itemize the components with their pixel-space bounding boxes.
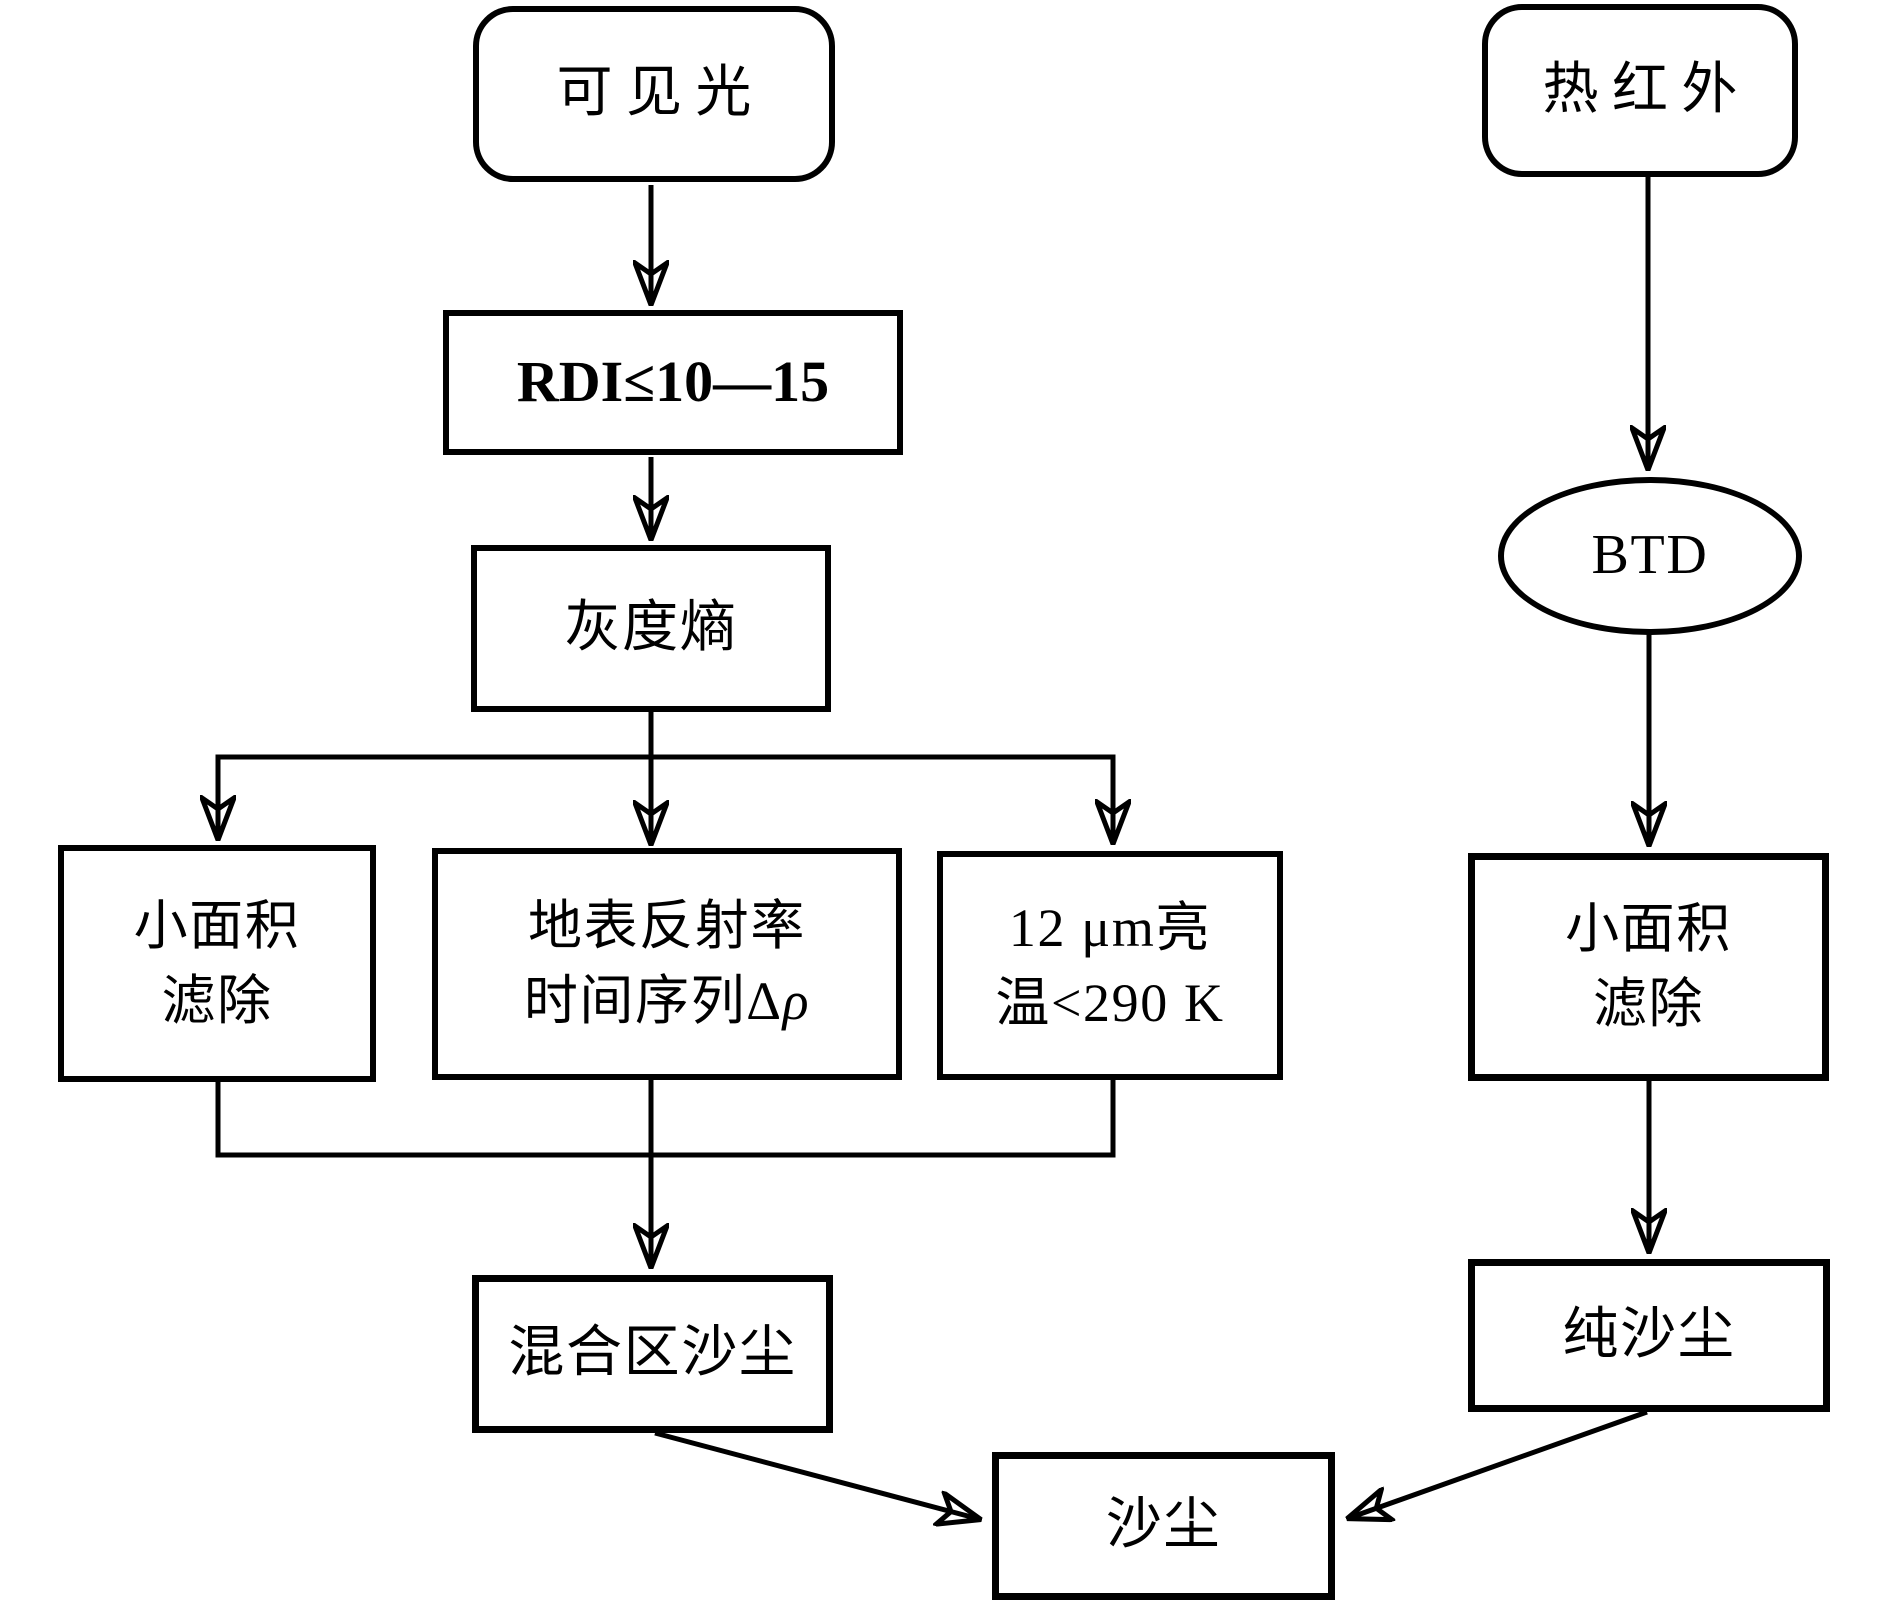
node-surface-reflectance-line2-prefix: 时间序列Δ (523, 971, 783, 1031)
node-small-area-filter-left-line1: 小面积 (133, 895, 301, 956)
node-dust-label: 沙尘 (1105, 1494, 1222, 1557)
node-brightness-temperature: 12 μm亮 温<290 K (937, 851, 1283, 1080)
node-mixed-area-dust-label: 混合区沙尘 (508, 1322, 797, 1385)
edge-merge-line (215, 1080, 1116, 1158)
node-btd-label: BTD (1591, 524, 1709, 587)
node-mixed-area-dust: 混合区沙尘 (472, 1275, 833, 1433)
edge-branch-line (215, 712, 1116, 760)
node-small-area-filter-right: 小面积 滤除 (1468, 853, 1829, 1081)
node-small-area-filter-left: 小面积 滤除 (58, 845, 376, 1082)
node-surface-reflectance-line2: 时间序列Δρ (524, 964, 810, 1039)
node-pure-dust-label: 纯沙尘 (1562, 1303, 1736, 1366)
node-gray-entropy: 灰度熵 (471, 545, 831, 712)
node-surface-reflectance-line1: 地表反射率 (527, 896, 807, 957)
node-brightness-temperature-line2: 温<290 K (995, 972, 1225, 1033)
node-pure-dust: 纯沙尘 (1468, 1259, 1830, 1412)
node-surface-reflectance-rho: ρ (782, 971, 811, 1031)
node-visible-light-label: 可见光 (556, 62, 765, 125)
edge-pure-dust-to-dust (1349, 1409, 1648, 1518)
edge-mixed-dust-to-dust (654, 1430, 979, 1519)
node-dust: 沙尘 (992, 1452, 1335, 1600)
node-rdi-threshold-label: RDI≤10—15 (516, 349, 830, 415)
node-thermal-infrared: 热红外 (1482, 4, 1798, 177)
node-thermal-infrared-label: 热红外 (1542, 58, 1751, 121)
node-gray-entropy-label: 灰度熵 (564, 596, 738, 659)
node-btd: BTD (1498, 477, 1802, 635)
node-small-area-filter-right-line2: 滤除 (1592, 974, 1705, 1034)
node-small-area-filter-left-line2: 滤除 (161, 970, 273, 1031)
node-visible-light: 可见光 (473, 6, 835, 182)
node-small-area-filter-right-line1: 小面积 (1565, 899, 1732, 960)
node-rdi-threshold: RDI≤10—15 (443, 310, 903, 455)
node-brightness-temperature-line1: 12 μm亮 (1008, 897, 1212, 958)
node-surface-reflectance: 地表反射率 时间序列Δρ (432, 848, 902, 1080)
